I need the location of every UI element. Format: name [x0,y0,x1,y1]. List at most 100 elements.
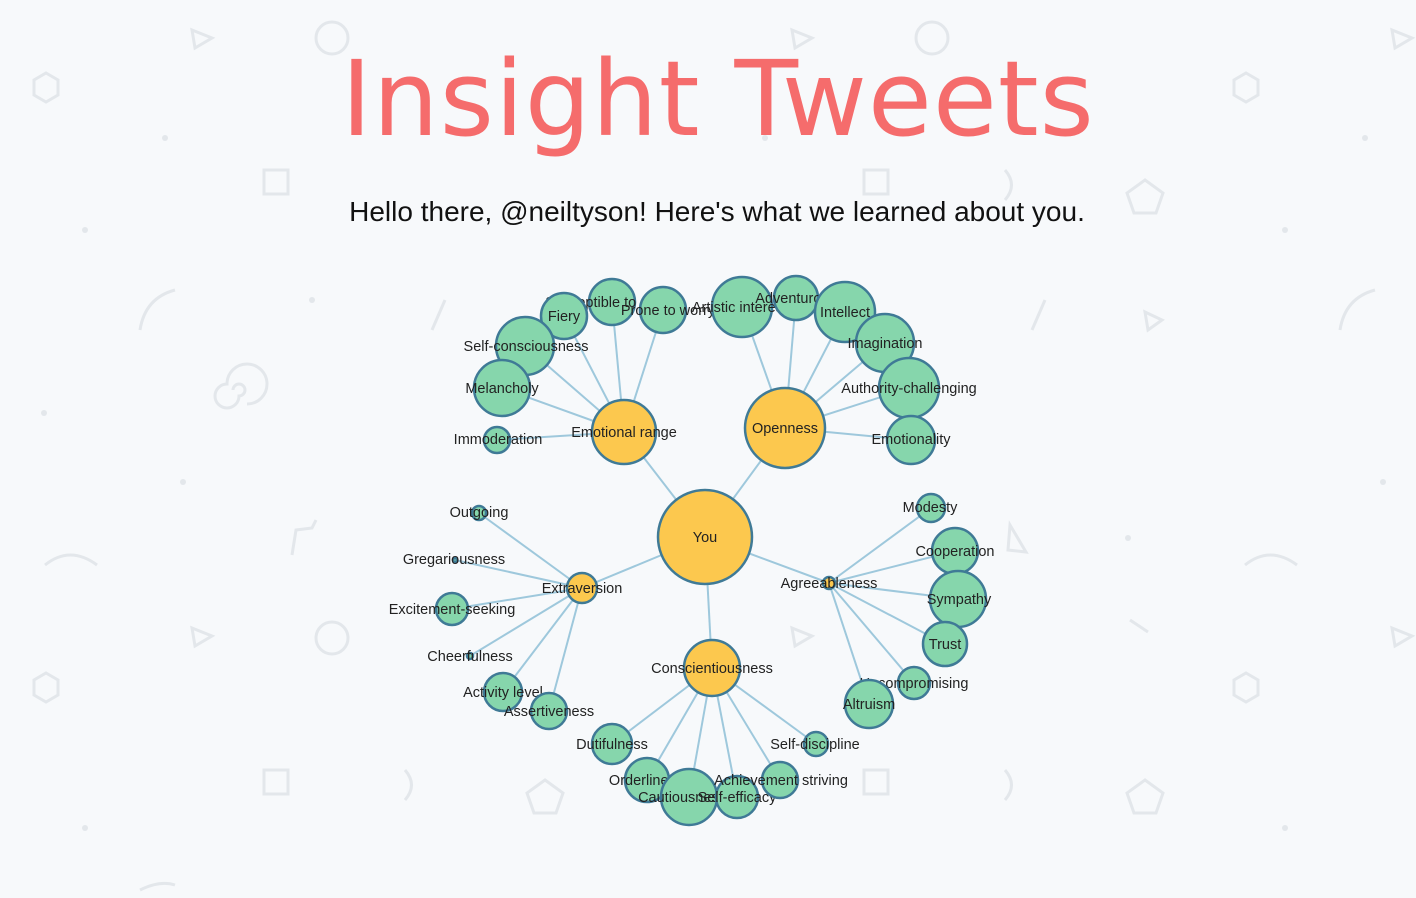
facet-node-fiery[interactable]: Fiery [539,291,589,341]
facet-node-sympathy-label: Sympathy [927,592,992,608]
facet-node-artistic-interests-label: Artistic interests [692,300,794,316]
link-extraversion-cheerfulness [469,587,583,657]
facet-node-excitement-seeking[interactable]: Excitement-seeking [389,591,516,627]
line-shape [1030,299,1047,331]
facet-node-cheerfulness-circle[interactable] [465,651,475,661]
facet-node-outgoing[interactable]: Outgoing [450,504,509,522]
link-agreeableness-uncompromising [828,582,915,684]
facet-node-emotionality-circle[interactable] [885,414,937,466]
facet-node-authority-challenging[interactable]: Authority-challenging [841,356,977,420]
arc-shape [403,769,413,801]
facet-node-imagination[interactable]: Imagination [848,312,923,374]
trait-node-emotional-range-circle[interactable] [590,398,658,466]
facet-node-susceptible-to-stress-circle[interactable] [587,277,637,327]
facet-node-assertiveness-circle[interactable] [529,691,569,731]
arc-shape [1003,769,1013,801]
facet-node-altruism[interactable]: Altruism [843,678,895,730]
facet-node-achievement-striving-circle[interactable] [760,760,800,800]
facet-node-activity-level-label: Activity level [463,685,543,701]
square-shape [862,168,890,196]
facet-node-achievement-striving[interactable]: Achievement striving [714,760,848,800]
facet-node-activity-level[interactable]: Activity level [463,671,543,713]
circle-shape [314,20,350,56]
facet-node-self-discipline-circle[interactable] [802,730,830,758]
root-node-you-label: You [693,530,717,546]
facet-node-artistic-interests[interactable]: Artistic interests [692,275,794,339]
hexagon-shape [1232,71,1260,104]
trait-node-agreeableness-circle[interactable] [821,575,837,591]
facet-node-imagination-label: Imagination [848,336,923,352]
trait-node-extraversion[interactable]: Extraversion [542,571,623,605]
facet-node-cheerfulness[interactable]: Cheerfulness [427,649,512,665]
facet-node-immoderation[interactable]: Immoderation [454,425,543,455]
pentagon-shape [1125,178,1165,215]
square-shape [262,168,290,196]
facet-node-altruism-circle[interactable] [843,678,895,730]
facet-node-self-efficacy-label: Self-efficacy [698,790,777,806]
facet-node-self-efficacy-circle[interactable] [714,774,760,820]
facet-node-gregariousness-circle[interactable] [451,556,459,564]
root-node-you-circle[interactable] [656,488,754,586]
facet-node-modesty-circle[interactable] [915,492,947,524]
facet-node-self-discipline[interactable]: Self-discipline [770,730,860,758]
facet-node-uncompromising-circle[interactable] [896,665,932,701]
facet-node-gregariousness[interactable]: Gregariousness [403,552,505,568]
facet-node-self-consciousness-label: Self-consciousness [464,339,589,355]
facet-node-fiery-label: Fiery [548,309,581,325]
facet-node-emotionality[interactable]: Emotionality [872,414,952,466]
circle-shape [914,20,950,56]
pentagon-shape [525,778,565,815]
arc-shape [44,553,98,567]
facet-node-self-efficacy[interactable]: Self-efficacy [698,774,777,820]
facet-node-cautiousness-label: Cautiousness [638,790,726,806]
facet-node-sympathy[interactable]: Sympathy [927,569,992,629]
facet-node-excitement-seeking-label: Excitement-seeking [389,602,516,618]
facet-node-modesty[interactable]: Modesty [903,492,959,524]
facet-node-artistic-interests-circle[interactable] [710,275,774,339]
trait-node-openness-label: Openness [752,421,818,437]
hexagon-shape [32,71,60,104]
trait-node-openness[interactable]: Openness [743,386,827,470]
facet-node-achievement-striving-label: Achievement striving [714,773,848,789]
pentagon-shape [1125,778,1165,815]
root-node-you[interactable]: You [656,488,754,586]
facet-node-assertiveness[interactable]: Assertiveness [504,691,594,731]
facet-node-immoderation-circle[interactable] [482,425,512,455]
triangle-shape [790,27,816,51]
facet-node-excitement-seeking-circle[interactable] [434,591,470,627]
circle-shape [314,620,350,656]
hexagon-shape [1232,671,1260,704]
facet-node-dutifulness-circle[interactable] [590,722,634,766]
arc-shape [1244,553,1298,567]
facet-node-self-discipline-label: Self-discipline [770,737,859,753]
link-extraversion-activity-level [502,587,583,693]
trait-node-emotional-range[interactable]: Emotional range [571,398,677,466]
triangle-shape [790,625,816,649]
link-extraversion-assertiveness [548,587,583,712]
link-extraversion-excitement-seeking [451,587,583,610]
facet-node-trust[interactable]: Trust [921,620,969,668]
facet-node-cooperation[interactable]: Cooperation [916,526,995,576]
facet-node-melancholy-circle[interactable] [472,358,532,418]
trait-node-extraversion-circle[interactable] [565,571,599,605]
trait-node-openness-circle[interactable] [743,386,827,470]
facet-node-prone-to-worry-circle[interactable] [638,285,688,335]
trait-node-emotional-range-label: Emotional range [571,425,677,441]
facet-node-fiery-circle[interactable] [539,291,589,341]
trait-node-conscientiousness[interactable]: Conscientiousness [651,638,773,698]
arc-shape [1338,288,1376,331]
triangle-shape [1143,309,1165,333]
facet-node-trust-circle[interactable] [921,620,969,668]
trait-node-agreeableness[interactable]: Agreeableness [781,575,878,592]
facet-node-prone-to-worry-label: Prone to worry [621,303,716,319]
facet-node-melancholy[interactable]: Melancholy [465,358,539,418]
trait-node-conscientiousness-circle[interactable] [682,638,742,698]
facet-node-prone-to-worry[interactable]: Prone to worry [621,285,716,335]
facet-node-outgoing-circle[interactable] [470,504,488,522]
facet-node-activity-level-circle[interactable] [482,671,524,713]
facet-node-dutifulness[interactable]: Dutifulness [576,722,648,766]
triangle-shape [1390,27,1416,51]
facet-node-cautiousness[interactable]: Cautiousness [638,767,726,827]
